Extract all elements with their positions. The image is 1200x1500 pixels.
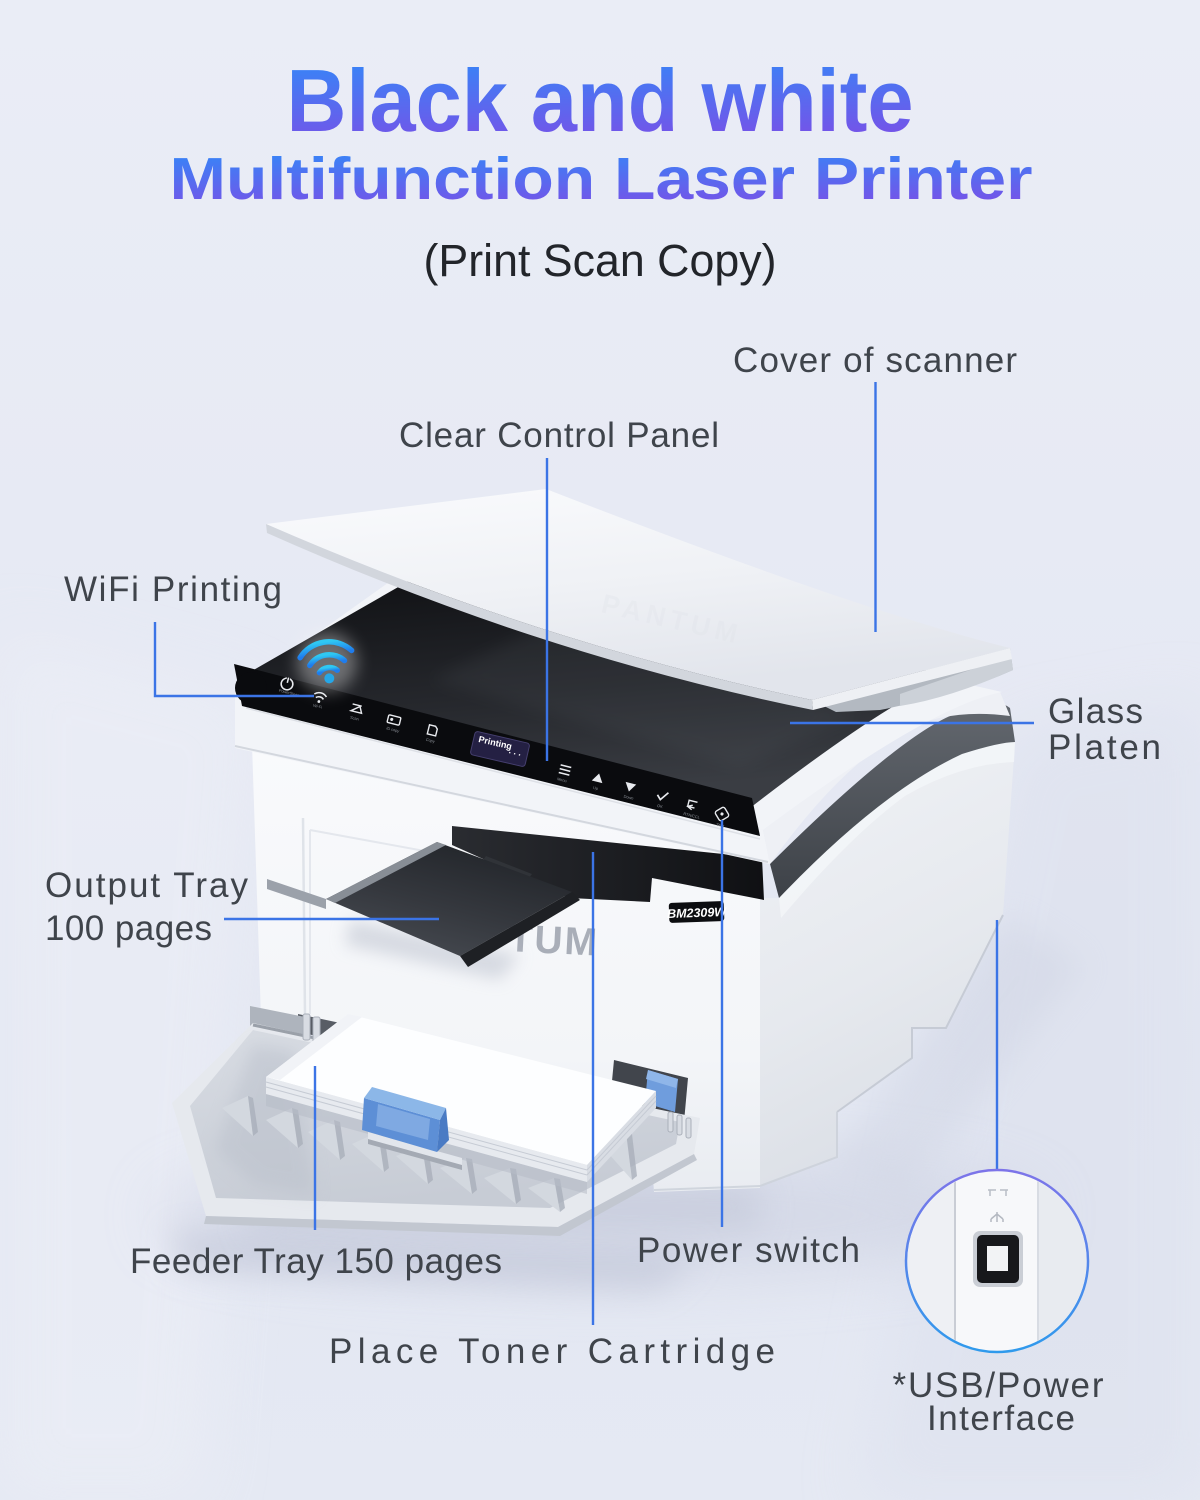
svg-text:Multifunction Laser Printer: Multifunction Laser Printer	[170, 146, 1033, 212]
svg-text:Scan: Scan	[350, 715, 360, 722]
svg-text:PowerSleep: PowerSleep	[278, 688, 300, 698]
svg-text:OK: OK	[657, 803, 664, 809]
svg-text:Output Tray: Output Tray	[45, 866, 249, 905]
svg-text:RTN/CCL: RTN/CCL	[683, 811, 701, 820]
svg-text:Interface: Interface	[927, 1399, 1075, 1438]
svg-text:100 pages: 100 pages	[45, 909, 212, 948]
svg-text:Copy: Copy	[425, 737, 435, 744]
svg-text:Clear Control Panel: Clear Control Panel	[399, 416, 719, 455]
svg-text:(Print Scan Copy): (Print Scan Copy)	[424, 235, 777, 286]
svg-text:Glass: Glass	[1048, 692, 1143, 731]
svg-text:Place Toner Cartridge: Place Toner Cartridge	[329, 1332, 775, 1371]
svg-text:Power switch: Power switch	[637, 1231, 860, 1270]
svg-text:Start: Start	[716, 821, 726, 828]
svg-text:WiFi Printing: WiFi Printing	[64, 570, 282, 609]
svg-text:Feeder Tray 150 pages: Feeder Tray 150 pages	[130, 1242, 502, 1281]
svg-text:BM2309W: BM2309W	[667, 905, 728, 921]
svg-text:Black and white: Black and white	[287, 51, 914, 150]
svg-text:*USB/Power: *USB/Power	[893, 1366, 1104, 1405]
svg-text:Wi-Fi: Wi-Fi	[313, 703, 323, 710]
svg-text:ID copy: ID copy	[386, 725, 400, 733]
svg-text:Cover of scanner: Cover of scanner	[733, 341, 1017, 380]
svg-text:. . .: . . .	[508, 745, 522, 758]
svg-text:Down: Down	[623, 794, 634, 801]
svg-text:Menu: Menu	[557, 776, 568, 783]
svg-text:Up: Up	[593, 785, 599, 791]
